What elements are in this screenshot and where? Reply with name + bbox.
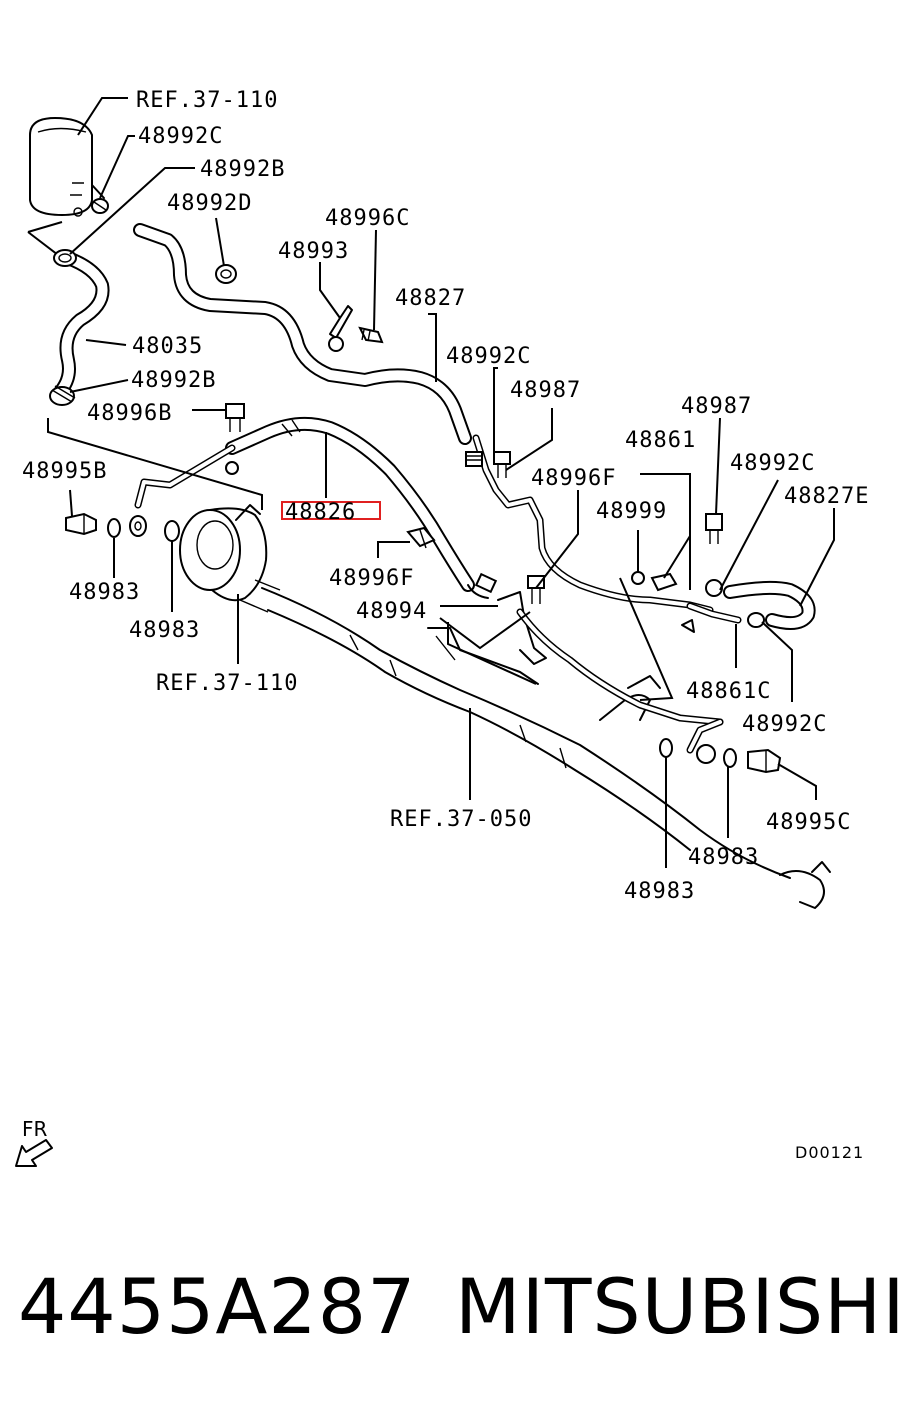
bolt-48996F-b — [406, 526, 436, 549]
part-number: 4455A287 — [18, 1262, 417, 1351]
arrow-down-left-icon — [15, 1139, 53, 1167]
callout-48999: 48999 — [596, 499, 667, 524]
return-hose-48827 — [133, 223, 472, 445]
callout-ref-37-110-top: REF.37-110 — [136, 88, 278, 113]
callout-48996F-a: 48996F — [531, 466, 616, 491]
callout-48995C: 48995C — [766, 810, 851, 835]
callout-48827: 48827 — [395, 286, 466, 311]
clamp-48992D — [215, 264, 237, 284]
callout-48035: 48035 — [132, 334, 203, 359]
callout-48996B: 48996B — [87, 401, 172, 426]
callout-48996F-b: 48996F — [329, 566, 414, 591]
fitting-48861 — [650, 572, 678, 592]
washer-48983-d — [723, 748, 737, 768]
clamp-48992C-mid — [465, 451, 483, 467]
callout-48987-a: 48987 — [510, 378, 581, 403]
washer-48983-b — [164, 520, 180, 542]
callout-48993: 48993 — [278, 239, 349, 264]
pipe-fitting-rack — [686, 718, 724, 764]
callout-48992C-b: 48992C — [446, 344, 531, 369]
return-hose-48035 — [53, 251, 110, 399]
callout-48983-b: 48983 — [129, 618, 200, 643]
callout-48992C-a: 48992C — [138, 124, 223, 149]
bolt-48987-a — [493, 451, 511, 478]
callout-48987-b: 48987 — [681, 394, 752, 419]
washer-48983-a — [107, 518, 121, 538]
bolt-48987-b — [705, 513, 723, 544]
pipe-48861C — [681, 602, 742, 633]
union-bolt-48995B — [65, 512, 97, 536]
callout-48992B-b: 48992B — [131, 368, 216, 393]
highlight-box-48826 — [281, 501, 381, 520]
callout-48826: 48826 — [285, 500, 356, 525]
clamp-48992C-top — [91, 198, 109, 214]
callout-48861C: 48861C — [686, 679, 771, 704]
clamp-48992B-lower — [49, 385, 76, 406]
callout-48983-c: 48983 — [688, 845, 759, 870]
pressure-pipe-pump-side — [134, 444, 239, 509]
callout-48995B: 48995B — [22, 459, 107, 484]
callout-48983-a: 48983 — [69, 580, 140, 605]
callout-48994: 48994 — [356, 599, 427, 624]
leader-ref-37-110-top — [77, 97, 128, 136]
bracket-48993 — [328, 305, 353, 352]
pressure-hose-48826 — [225, 416, 498, 599]
hose-48827E — [723, 580, 816, 631]
callout-48996C: 48996C — [325, 206, 410, 231]
callout-48992B-a: 48992B — [200, 157, 285, 182]
callout-48992C-d: 48992C — [742, 712, 827, 737]
footer: 4455A287 MITSUBISHI — [0, 1262, 909, 1372]
washer-48983-c — [659, 738, 673, 758]
bolt-48996F-a — [527, 575, 545, 604]
clamp-48992C-lower-right — [747, 612, 765, 628]
callout-48992D: 48992D — [167, 191, 252, 216]
orientation-label: FR — [22, 1117, 48, 1141]
power-steering-pump — [179, 504, 281, 613]
leader-lines — [47, 135, 835, 868]
bolt-48996B — [225, 403, 245, 432]
callout-48861: 48861 — [625, 428, 696, 453]
callout-48983-d: 48983 — [624, 879, 695, 904]
drawing-id: D00121 — [795, 1143, 864, 1162]
clamp-48992C-right — [705, 579, 723, 597]
callout-48992C-c: 48992C — [730, 451, 815, 476]
bolt-48996C — [358, 326, 384, 344]
callout-ref-37-110-bottom: REF.37-110 — [156, 671, 298, 696]
callout-48827E: 48827E — [784, 484, 869, 509]
brand-name: MITSUBISHI — [455, 1262, 906, 1351]
callout-ref-37-050: REF.37-050 — [390, 807, 532, 832]
grommet-48999 — [631, 571, 645, 585]
union-bolt-48995C — [747, 748, 782, 774]
pipe-along-rack — [472, 434, 724, 726]
pipe-fitting-pump — [129, 515, 147, 537]
